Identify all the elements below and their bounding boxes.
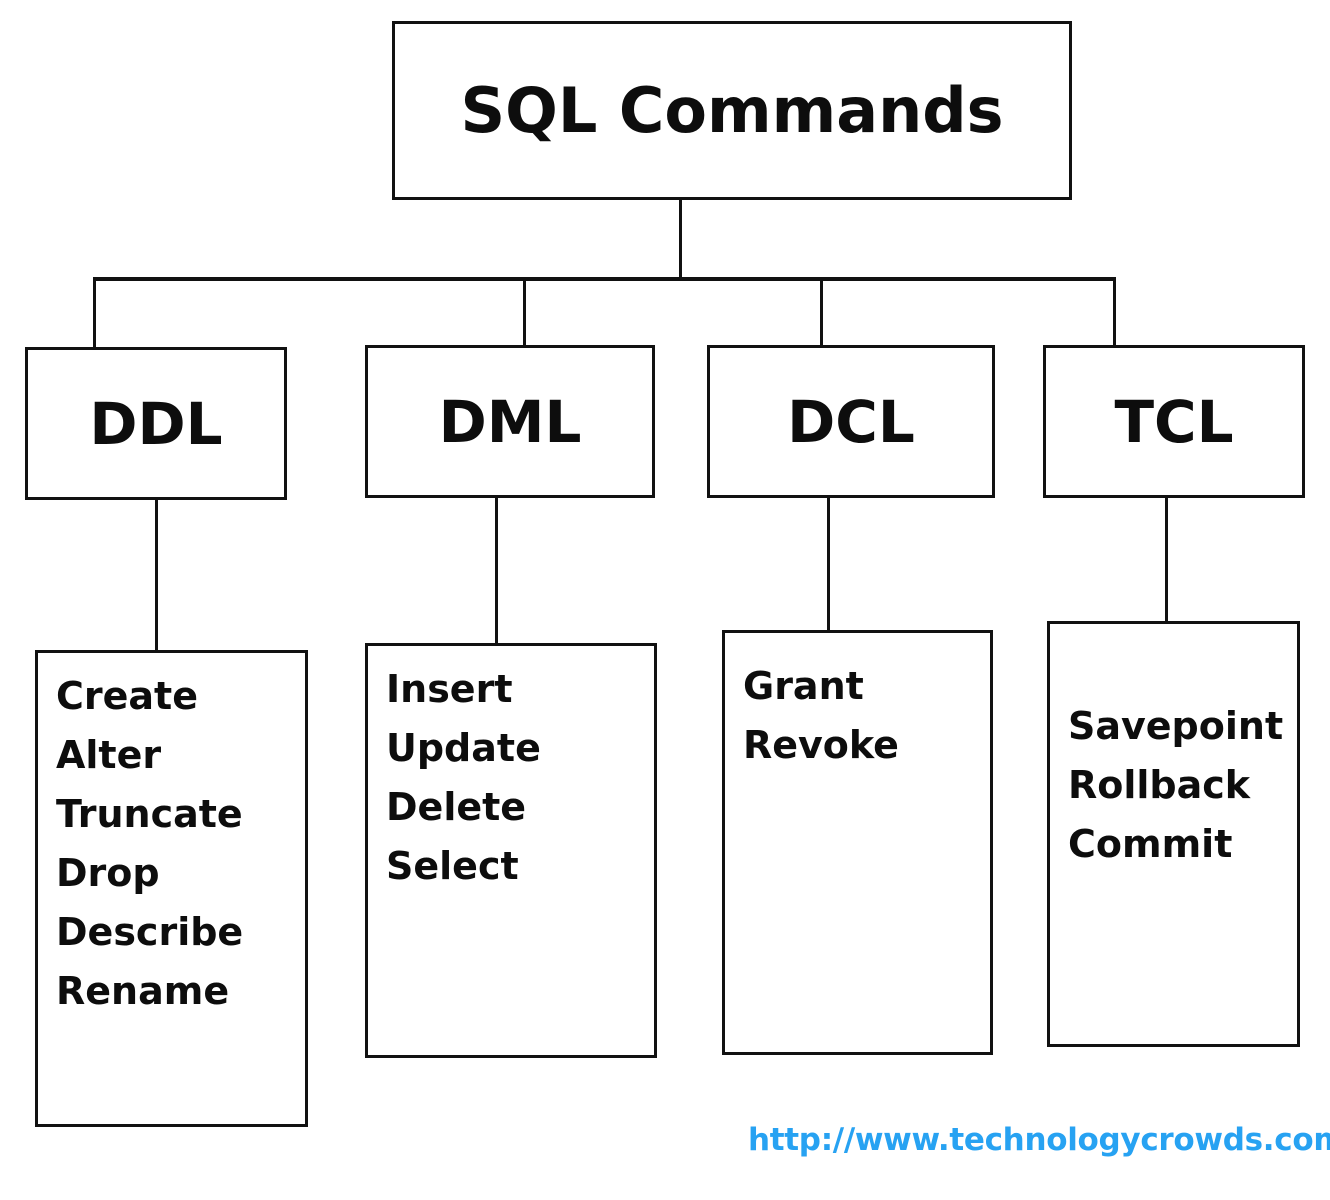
connector-bus-to-dml xyxy=(523,277,526,347)
list-item: Truncate xyxy=(56,792,243,836)
list-item: Rename xyxy=(56,969,230,1013)
connector-bus-to-ddl xyxy=(93,277,96,349)
list-item: Insert xyxy=(386,667,513,711)
dcl-command-list: Grant Revoke xyxy=(743,667,984,764)
list-item: Commit xyxy=(1068,822,1233,866)
node-tcl-label: TCL xyxy=(1114,387,1234,456)
list-item: Describe xyxy=(56,910,244,954)
connector-ddl-to-commands xyxy=(155,498,158,652)
dml-command-list: Insert Update Delete Select xyxy=(386,670,648,885)
node-dcl-label: DCL xyxy=(787,387,915,456)
list-item: Rollback xyxy=(1068,763,1251,807)
node-tcl: TCL xyxy=(1043,345,1305,498)
list-item: Create xyxy=(56,674,198,718)
connector-dml-to-commands xyxy=(495,496,498,645)
list-item: Delete xyxy=(386,785,527,829)
list-item: Drop xyxy=(56,851,160,895)
node-ddl-label: DDL xyxy=(89,389,223,458)
node-dcl: DCL xyxy=(707,345,995,498)
watermark-url: http://www.technologycrowds.com/ xyxy=(748,1122,1330,1158)
connector-horizontal-bus xyxy=(93,277,1116,281)
node-ddl: DDL xyxy=(25,347,287,500)
list-item: Select xyxy=(386,844,519,888)
connector-dcl-to-commands xyxy=(827,496,830,632)
tcl-command-list: Savepoint Rollback Commit xyxy=(1068,707,1291,863)
connector-bus-to-tcl xyxy=(1113,277,1116,347)
node-ddl-commands: Create Alter Truncate Drop Describe Rena… xyxy=(35,650,308,1127)
connector-root-stem xyxy=(679,198,682,280)
list-item: Update xyxy=(386,726,541,770)
connector-tcl-to-commands xyxy=(1165,496,1168,623)
list-item: Alter xyxy=(56,733,162,777)
node-dml: DML xyxy=(365,345,655,498)
ddl-command-list: Create Alter Truncate Drop Describe Rena… xyxy=(56,677,299,1010)
list-item: Savepoint xyxy=(1068,704,1284,748)
node-tcl-commands: Savepoint Rollback Commit xyxy=(1047,621,1300,1047)
list-item: Grant xyxy=(743,664,864,708)
node-sql-commands-label: SQL Commands xyxy=(460,73,1004,147)
connector-bus-to-dcl xyxy=(820,277,823,347)
node-dml-label: DML xyxy=(438,387,582,456)
node-sql-commands: SQL Commands xyxy=(392,21,1072,200)
node-dml-commands: Insert Update Delete Select xyxy=(365,643,657,1058)
node-dcl-commands: Grant Revoke xyxy=(722,630,993,1055)
list-item: Revoke xyxy=(743,723,899,767)
